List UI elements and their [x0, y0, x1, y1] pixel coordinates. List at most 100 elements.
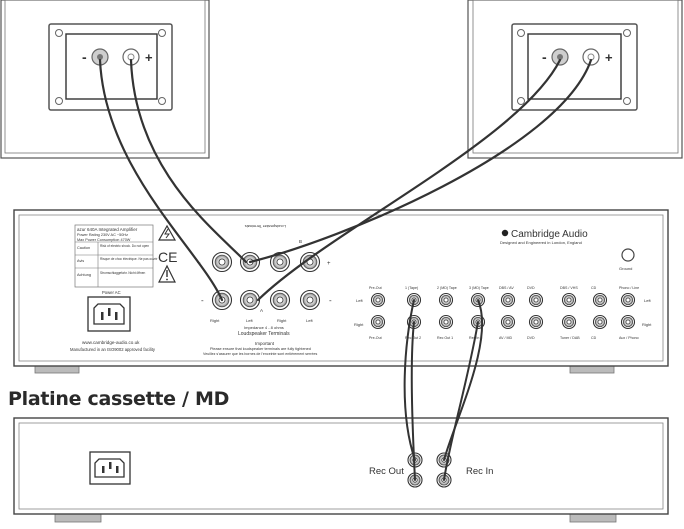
- loudspeaker-terminals-label: Loudspeaker Terminals: [238, 331, 290, 337]
- cassette-deck: Rec Out Rec In: [13, 417, 669, 523]
- deck-rec-out-label: Rec Out: [369, 466, 404, 477]
- rca-jack-right[interactable]: [620, 314, 636, 330]
- rca-jack-left[interactable]: [592, 292, 608, 308]
- right-speaker: - +: [467, 0, 683, 159]
- left-speaker-negative-label: -: [82, 49, 87, 65]
- binding-post[interactable]: [239, 289, 261, 311]
- cable-left-negative: [98, 58, 224, 302]
- brand-name: Cambridge Audio: [511, 229, 588, 240]
- power-ac-label: Power AC: [102, 290, 121, 295]
- ground-label: Ground: [619, 266, 632, 271]
- terminal-left-label-a: Left: [246, 318, 254, 323]
- jack-bottom-label: Aux / Phono: [619, 336, 639, 340]
- avis-text: Risque de choc électrique. Ne pas ouvrir: [100, 257, 158, 261]
- cable-left-positive: [129, 58, 248, 264]
- row-left-label: Left: [356, 298, 364, 303]
- ce-mark: CE: [158, 249, 177, 265]
- speaker-cables: [98, 58, 593, 302]
- rca-jack-right[interactable]: [500, 314, 516, 330]
- row-right-label-end: Right: [642, 322, 652, 327]
- binding-post[interactable]: [299, 289, 321, 311]
- terminal-right-label-b: Right: [277, 318, 287, 323]
- important-text-fr: Veuillez s'assurer que les bornes de l'e…: [203, 352, 317, 356]
- jack-bottom-label: Rec Out 1: [437, 336, 453, 340]
- right-speaker-positive-label: +: [605, 50, 613, 65]
- deck-power-inlet-icon[interactable]: [89, 451, 131, 485]
- jack-bottom-label: Pre-Out: [369, 336, 382, 340]
- cable-rec-out-right: [410, 321, 416, 481]
- website: www.cambridge-audio.co.uk: [82, 340, 140, 345]
- cable-right-negative: [256, 58, 562, 302]
- jack-top-label: DBS / VHS: [560, 286, 578, 290]
- rca-jack-right[interactable]: [370, 314, 386, 330]
- rca-jack-left[interactable]: [561, 292, 577, 308]
- caution-label: Caution: [77, 246, 90, 250]
- achtung-text: Stromschlaggefahr. Nicht öffnen: [100, 271, 146, 275]
- cambridge-logo-icon: [501, 229, 509, 237]
- interconnect-cables: [403, 299, 484, 481]
- speaker-b-label: B: [299, 239, 302, 244]
- minus-label: -: [201, 296, 204, 305]
- plus-label-right: +: [327, 261, 331, 267]
- speaker-a-label: A: [260, 308, 263, 313]
- max-power: Max Power Consumption 470W: [77, 238, 131, 242]
- rca-jack-left[interactable]: [370, 292, 386, 308]
- right-speaker-negative-label: -: [542, 49, 547, 65]
- amplifier-rear-panel: azur 640A Integrated Amplifier Power Rat…: [13, 209, 669, 374]
- important-text: Please ensure that loudspeaker terminals…: [210, 347, 311, 351]
- binding-posts: [211, 251, 321, 311]
- rating-label: azur 640A Integrated Amplifier Power Rat…: [74, 224, 158, 288]
- binding-post[interactable]: [211, 251, 233, 273]
- rca-jack-left[interactable]: [500, 292, 516, 308]
- left-speaker: - +: [0, 0, 210, 159]
- jack-top-label: 2 (MD) Tape: [437, 286, 457, 290]
- avis-label: Avis: [77, 259, 84, 263]
- cable-rec-in-right: [443, 321, 479, 481]
- brand-tagline: Designed and Engineered in London, Engla…: [500, 240, 582, 245]
- power-inlet-icon[interactable]: [87, 296, 131, 332]
- cable-rec-in-left: [443, 299, 484, 461]
- speaker-terminals: Loudspeaker Terminals A B Left Right Rig…: [197, 224, 332, 356]
- jack-top-label: 1 (Tape): [405, 286, 418, 290]
- rca-jack-right[interactable]: [592, 314, 608, 330]
- jack-bottom-label: CD: [591, 336, 597, 340]
- terminal-left-label-b: Left: [306, 318, 314, 323]
- minus-label-right: -: [329, 296, 332, 305]
- deck-rec-in-label: Rec In: [466, 466, 493, 477]
- jack-top-label: 3 (MD) Tape: [469, 286, 489, 290]
- model-line: azur 640A Integrated Amplifier: [77, 227, 138, 232]
- terminal-heading-mirrored: Loudspeaker Terminals: [245, 224, 286, 229]
- jack-bottom-label: Tuner / DAB: [560, 336, 580, 340]
- rca-jack-left[interactable]: [620, 292, 636, 308]
- power-rating: Power Rating 230V AC ~50Hz: [77, 233, 128, 237]
- row-right-label: Right: [354, 322, 364, 327]
- rca-jack-left[interactable]: [528, 292, 544, 308]
- left-speaker-positive-label: +: [145, 50, 153, 65]
- cable-rec-out-left: [403, 299, 416, 461]
- manufactured-note: Manufactured in an ISO9002 approved faci…: [70, 347, 156, 352]
- rca-jack-right[interactable]: [438, 314, 454, 330]
- lightning-warning-icon: [157, 224, 177, 241]
- exclamation-warning-icon: [158, 264, 176, 283]
- cable-right-positive: [248, 58, 593, 264]
- important-heading: Important: [255, 341, 275, 346]
- rca-jack-right[interactable]: [561, 314, 577, 330]
- jack-top-label: Pre-Out: [369, 286, 382, 290]
- terminal-right-label-a: Right: [210, 318, 220, 323]
- jack-top-label: Phono / Line: [619, 286, 639, 290]
- jack-bottom-label: DVD: [527, 336, 535, 340]
- jack-top-label: DVD: [527, 286, 535, 290]
- jack-top-label: DBS / AV: [499, 286, 514, 290]
- ground-terminal[interactable]: [621, 248, 635, 262]
- jack-bottom-label: AV / MD: [499, 336, 513, 340]
- row-left-label-end: Left: [644, 298, 652, 303]
- caution-text: Risk of electric shock. Do not open: [100, 244, 149, 248]
- achtung-label: Achtung: [77, 273, 91, 277]
- binding-post[interactable]: [299, 251, 321, 273]
- rca-jack-left[interactable]: [438, 292, 454, 308]
- binding-post[interactable]: [269, 289, 291, 311]
- rca-jack-right[interactable]: [528, 314, 544, 330]
- binding-post[interactable]: [269, 251, 291, 273]
- impedance-label: Impedance 4 - 8 ohms: [244, 325, 284, 330]
